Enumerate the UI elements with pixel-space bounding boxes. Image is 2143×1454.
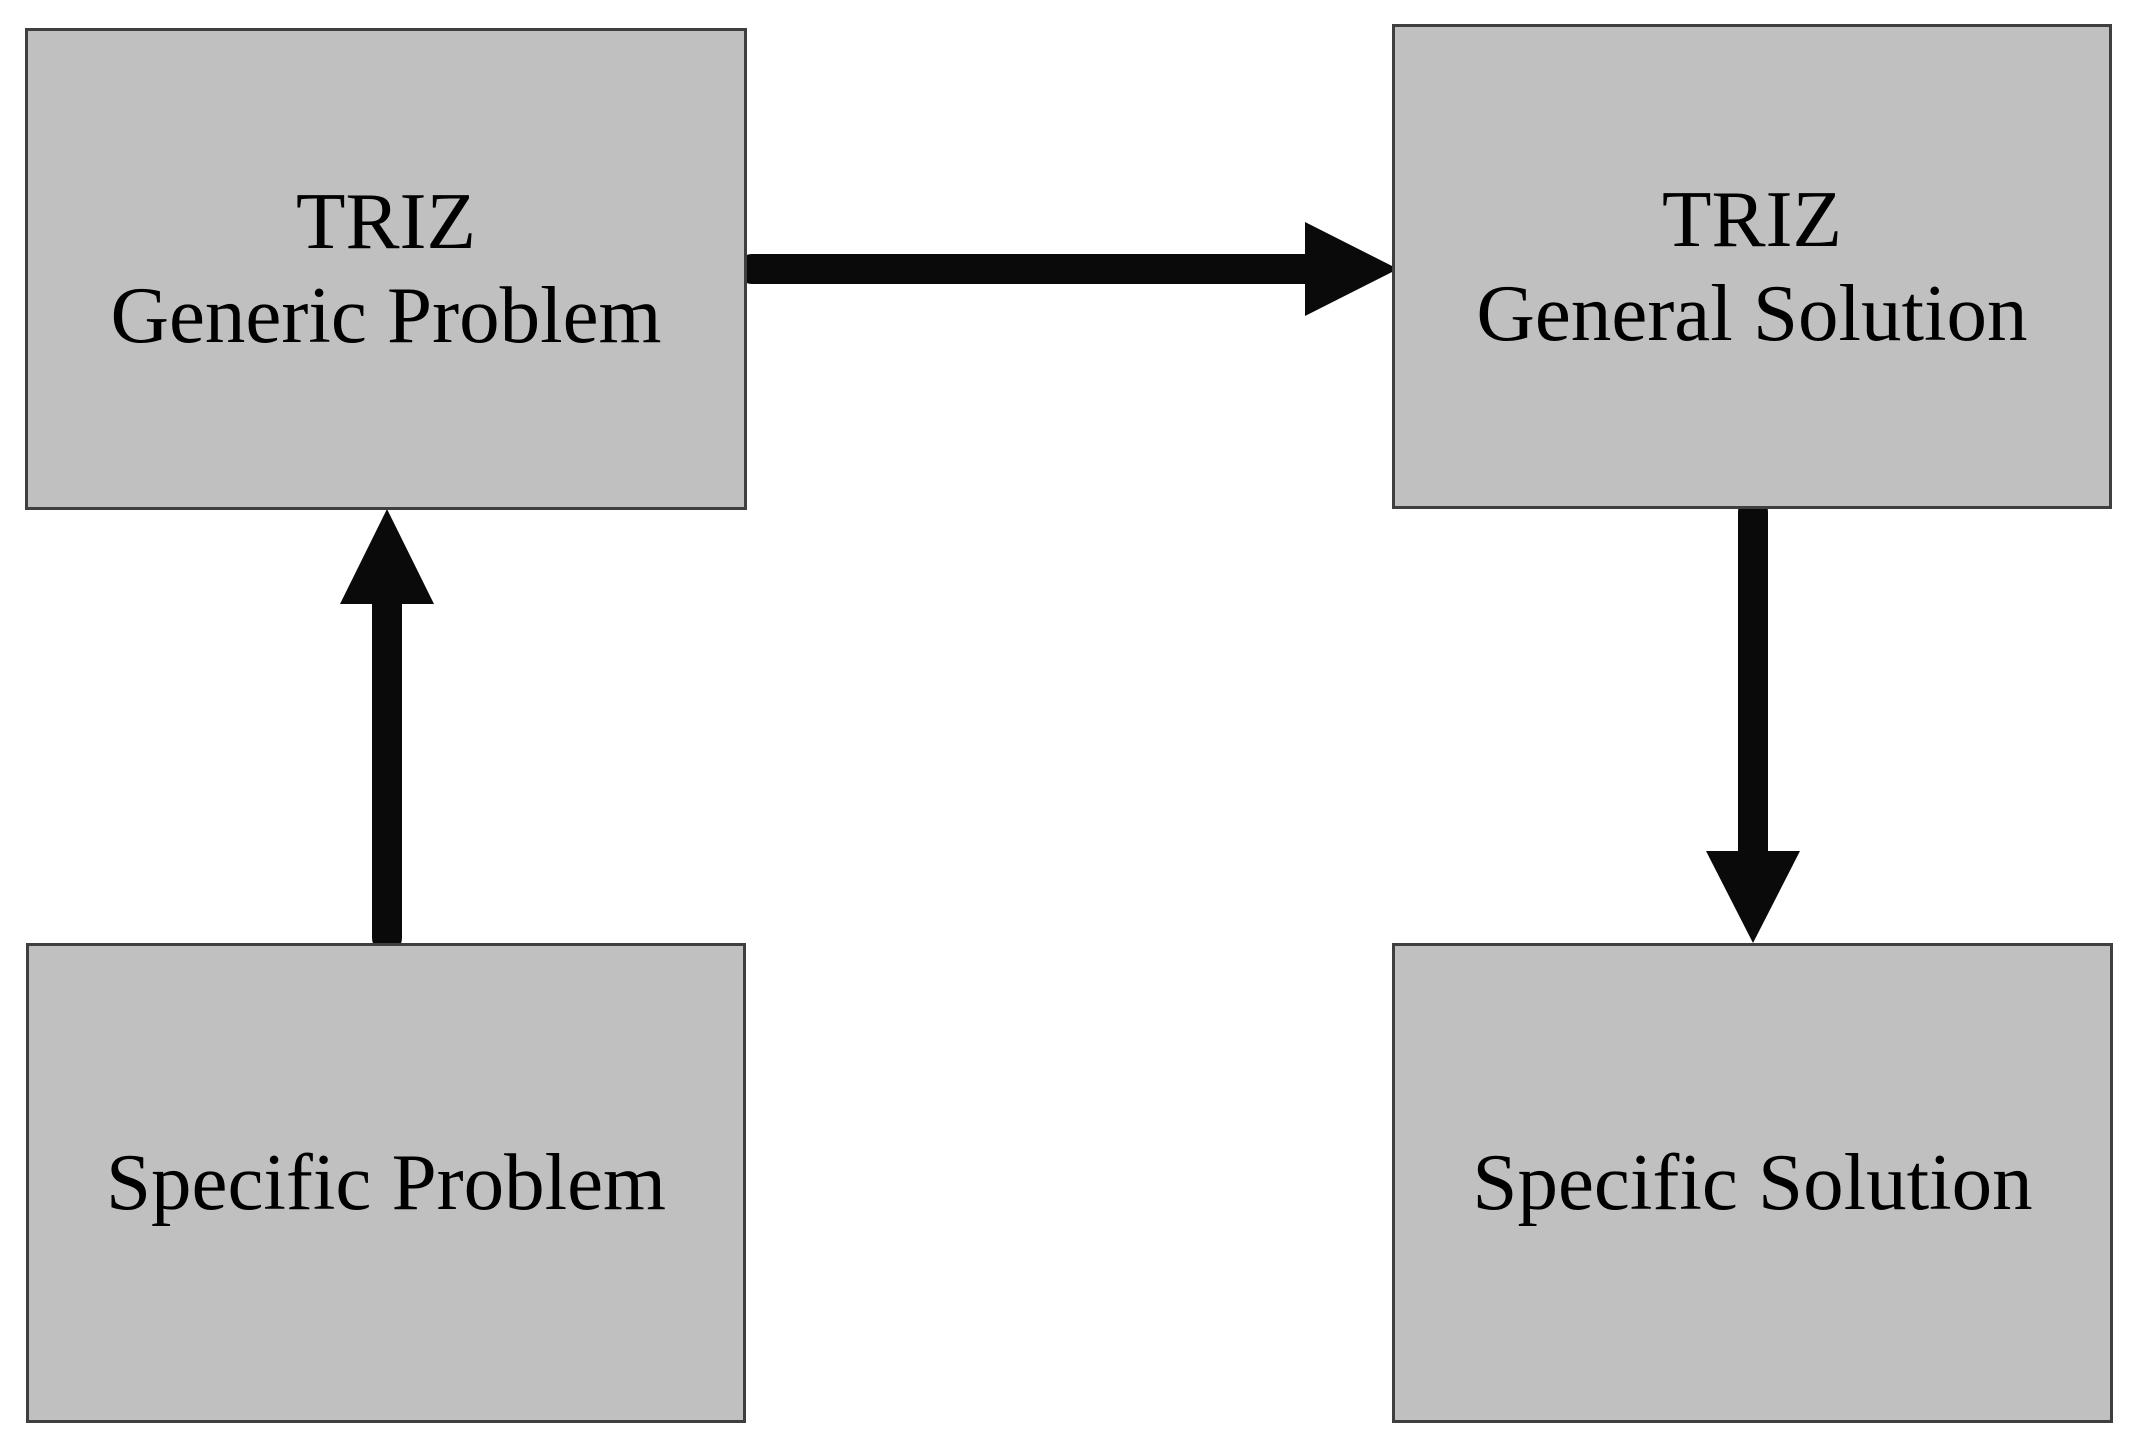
node-label-line: General Solution [1476, 267, 2028, 358]
node-label-line: Specific Solution [1472, 1137, 2033, 1228]
node-label-line: TRIZ [1662, 173, 1842, 264]
node-label-line: TRIZ [296, 176, 476, 267]
node-triz-general-solution: TRIZ General Solution [1392, 24, 2112, 509]
node-label-line: Generic Problem [110, 270, 662, 360]
node-specific-problem: Specific Problem [26, 943, 746, 1423]
up-arrow-icon [340, 509, 434, 953]
node-label-line: Specific Problem [105, 1137, 667, 1228]
node-specific-solution: Specific Solution [1392, 943, 2113, 1423]
down-arrow-icon [1706, 497, 1800, 943]
node-triz-generic-problem: TRIZ Generic Problem [25, 28, 747, 510]
right-arrow-icon [737, 222, 1398, 316]
